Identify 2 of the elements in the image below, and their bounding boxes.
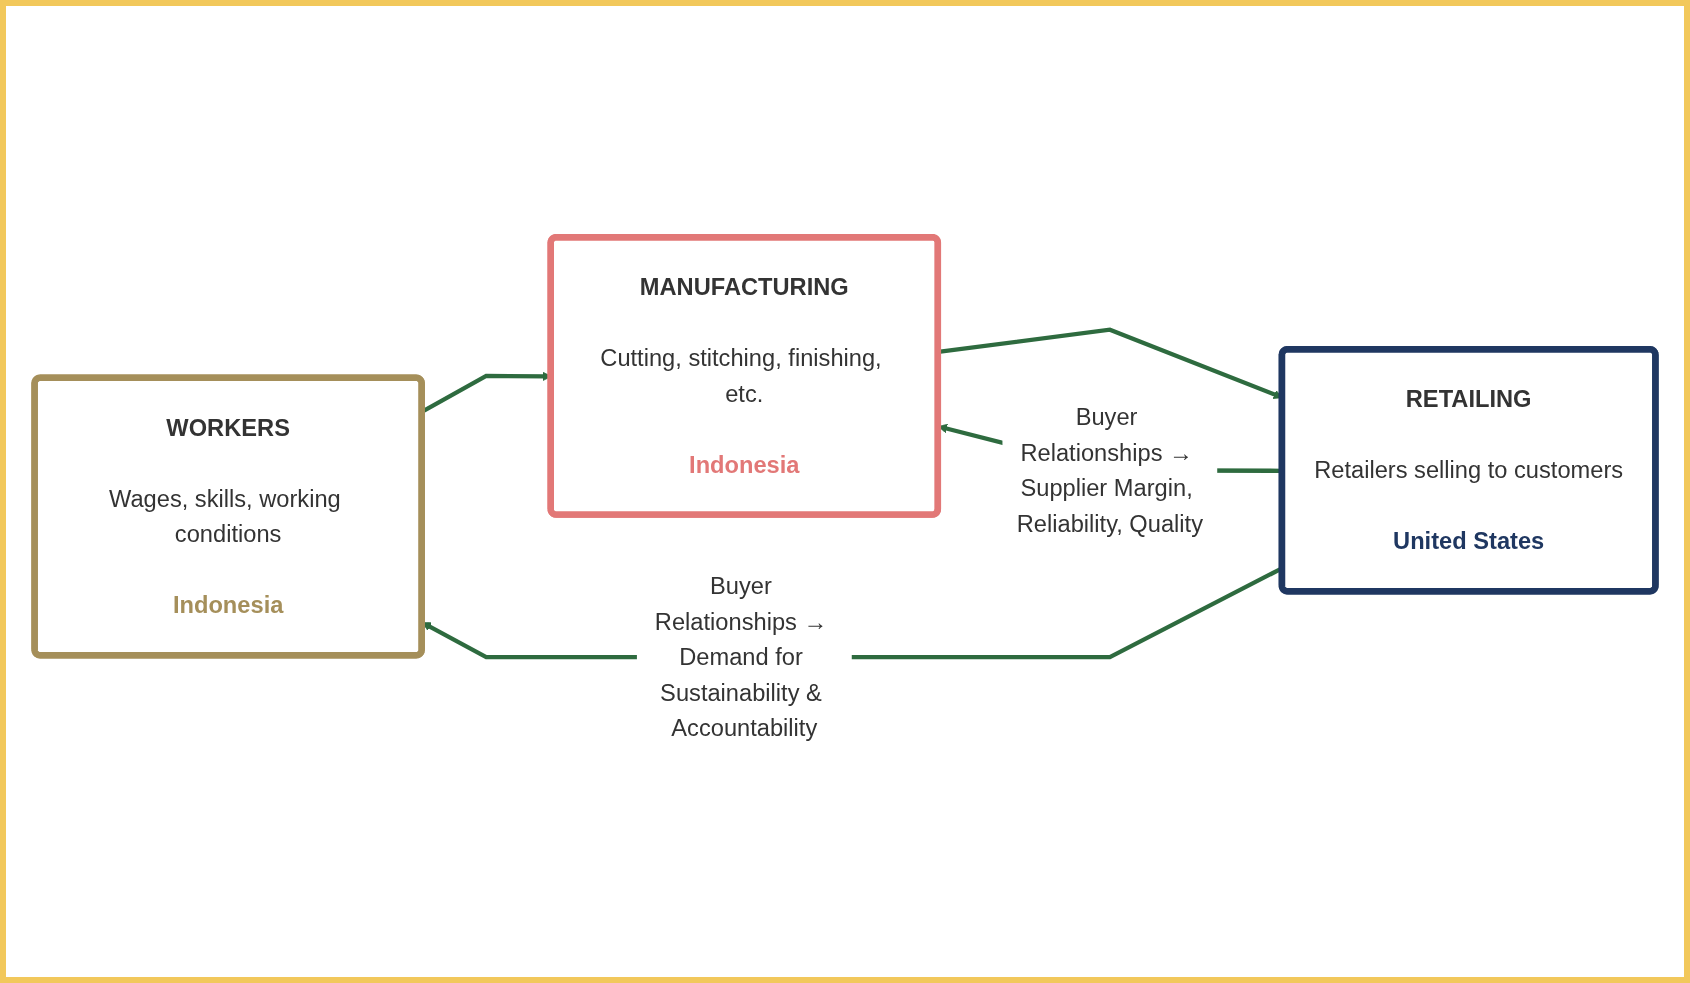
- edge-label: Buyer Relationships → Supplier Margin, Reliability, Quality: [1016, 403, 1203, 537]
- edge-label: Buyer Relationships → Demand for Sustainability & Accountability: [654, 572, 828, 742]
